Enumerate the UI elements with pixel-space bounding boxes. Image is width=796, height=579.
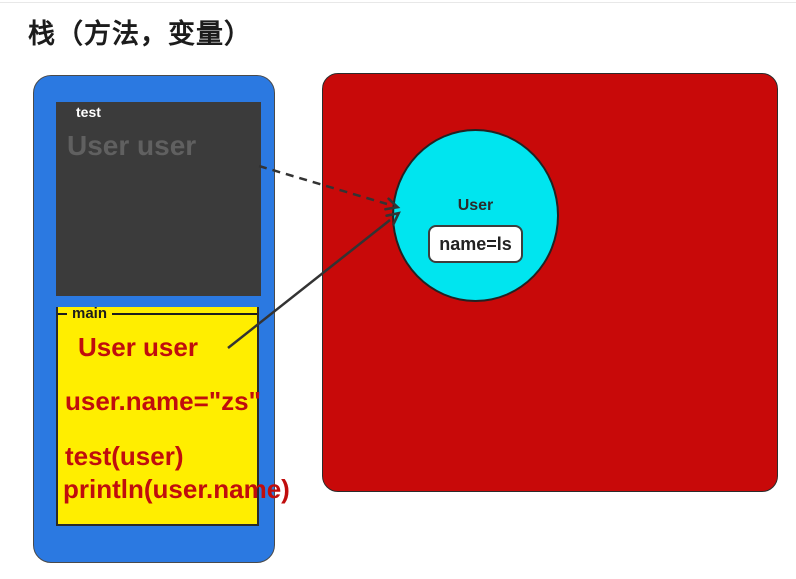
object-class-name: User [457,197,494,214]
heap-container [322,73,778,492]
code-line-declaration: User user [78,332,198,362]
object-field-box: name=ls [428,225,523,263]
heap-object-circle: User name=ls [392,129,559,302]
main-frame-legend: main [58,305,257,323]
main-frame-label: main [72,305,108,322]
code-line-assignment: user.name="zs" [65,386,261,416]
stack-container: test User user main User user user.name=… [33,75,290,563]
code-line-method-call: test(user) [65,441,184,471]
test-frame-label: test [76,104,101,120]
stack-frame-main: main User user user.name="zs" test(user)… [56,305,290,526]
stack-frame-test: test User user [56,102,261,296]
legend-line-right [112,312,257,316]
legend-line-left [58,312,67,316]
object-field-value: name=ls [439,233,512,254]
code-line-println: println(user.name) [63,474,290,504]
page-title: 栈（方法，变量） [28,19,252,49]
top-divider [0,2,796,3]
test-frame-variable: User user [67,130,197,161]
